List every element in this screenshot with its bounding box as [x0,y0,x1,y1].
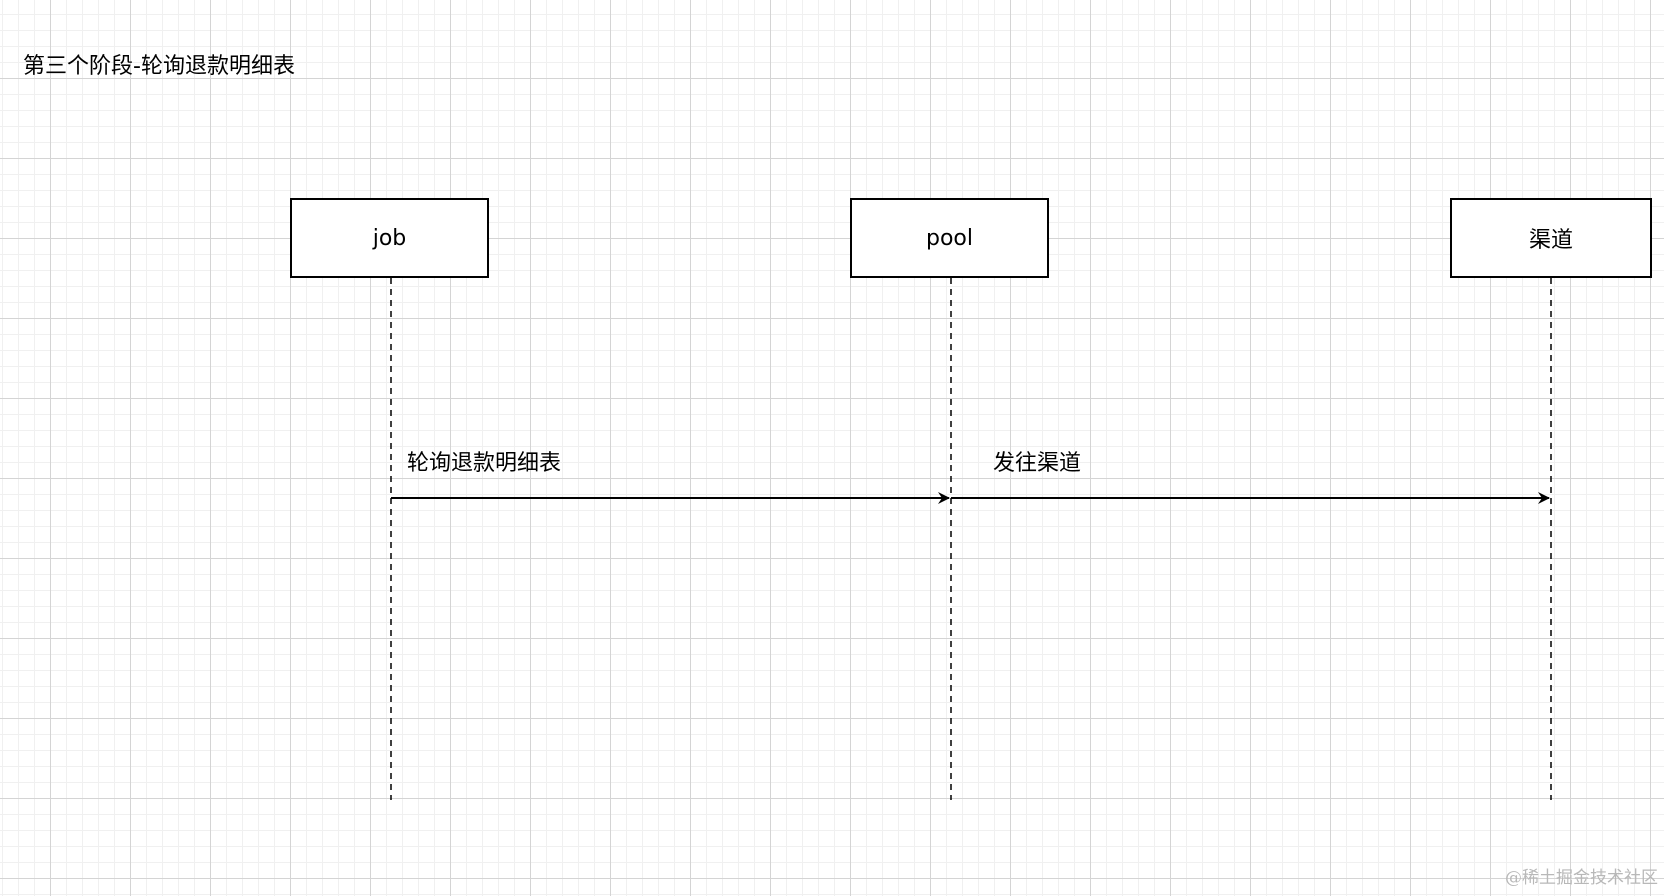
actor-pool-box[interactable]: pool [850,198,1049,278]
diagram-title: 第三个阶段-轮询退款明细表 [23,54,295,79]
message-label-pool-to-channel: 发往渠道 [993,451,1082,476]
actor-channel-box[interactable]: 渠道 [1450,198,1652,278]
actor-channel-label: 渠道 [1528,228,1573,253]
actor-job-label: job [372,225,407,251]
watermark-text: @稀土掘金技术社区 [1505,868,1658,888]
actor-pool-label: pool [926,225,973,251]
message-label-job-to-pool: 轮询退款明细表 [407,451,562,476]
actor-job-box[interactable]: job [290,198,489,278]
